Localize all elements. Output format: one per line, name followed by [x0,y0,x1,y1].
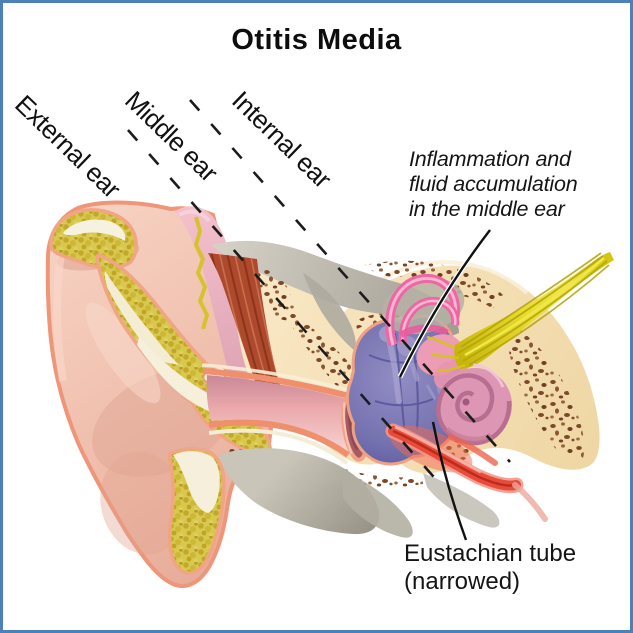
tmj-gray-mass [219,448,380,535]
pointer-eustachian [431,421,468,541]
gray-wedge-right [343,471,413,538]
annotation-eustachian-tube: Eustachian tube (narrowed) [404,540,576,595]
fold-highlight [178,209,211,223]
auditory-nerve [426,252,614,373]
figure-title: Otitis Media [231,24,402,56]
annotation-eustachian-line1: Eustachian tube [404,540,577,567]
canal-bottom-wall [208,419,350,458]
lower-bone [219,448,500,538]
region-divider-dashes [127,99,511,485]
nerve-fibers [457,252,610,366]
antihelix-highlight [85,302,161,404]
eustachian-tube [385,423,548,522]
annotation-eustachian-line2: (narrowed) [404,567,521,595]
gray-tongue [303,273,356,351]
skin-fold [175,206,248,387]
ear-canal [201,363,356,465]
divider-external-middle [127,129,441,485]
annotation-inflammation-line1: Inflammation and [409,147,571,171]
cochlea-spiral [436,373,512,446]
annotation-inflammation-line3: in the middle ear [409,197,565,221]
canal-interior [206,375,356,451]
annotation-inflammation-line2: fluid accumulation [409,172,578,196]
annotation-inflammation: Inflammation and fluid accumulation in t… [409,147,578,222]
gray-wedge-under-tube [423,473,500,528]
cartilage-fringe [194,216,209,330]
canal-top-wall [202,368,354,400]
lobe-shadow [100,451,186,555]
tube-lumen [392,429,517,487]
pointer-inflammation [398,229,491,378]
nerve-branches [426,335,466,373]
pointer-lines [397,228,492,541]
ear-illustration [45,99,614,588]
tube-tail [512,482,548,522]
